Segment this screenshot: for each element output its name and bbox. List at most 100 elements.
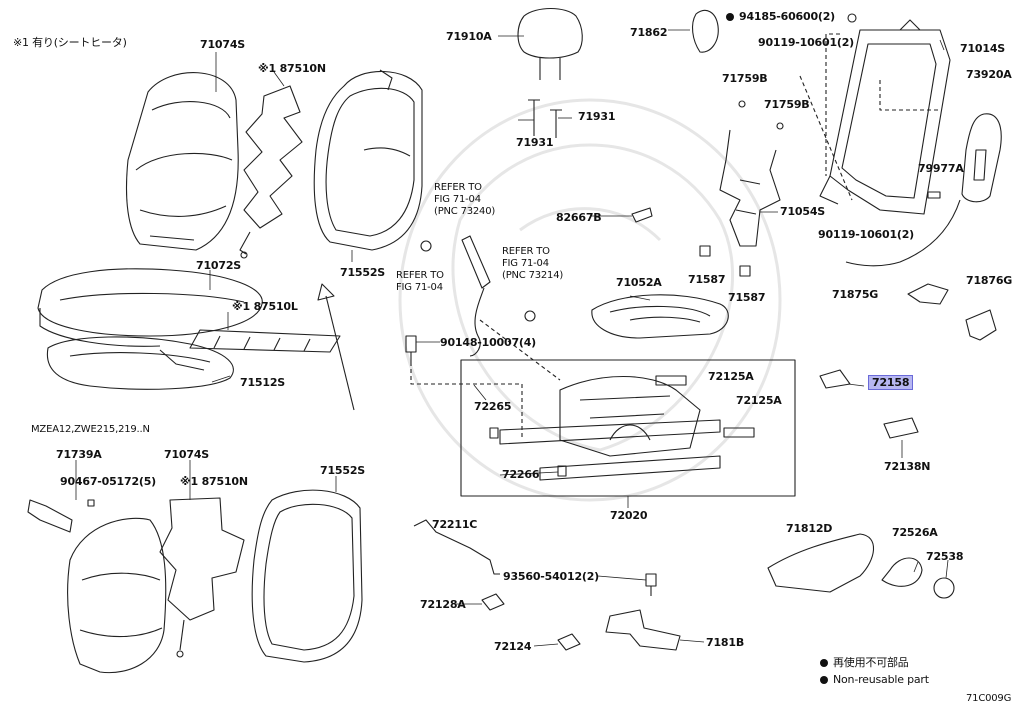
part-7181B[interactable]: 7181B bbox=[706, 636, 744, 649]
part-90467-05172[interactable]: 90467-05172(5) bbox=[60, 475, 157, 488]
part-71072S[interactable]: 71072S bbox=[196, 259, 241, 272]
part-71875G[interactable]: 71875G bbox=[832, 288, 879, 301]
link-72125Ab bbox=[723, 427, 755, 438]
part-71862[interactable]: 71862 bbox=[630, 26, 668, 39]
part-87510N-upper[interactable]: ※1 87510N bbox=[258, 62, 326, 75]
part-72158[interactable]: 72158 bbox=[868, 375, 914, 390]
seat-track-adjuster bbox=[499, 375, 721, 481]
shield-71812D bbox=[767, 533, 875, 593]
part-71074S-upper[interactable]: 71074S bbox=[200, 38, 245, 51]
diagram-code: 71C009G bbox=[966, 693, 1012, 704]
legend-en-text: Non-reusable part bbox=[833, 673, 929, 686]
seat-heater-lower bbox=[189, 329, 341, 353]
stopper-72266 bbox=[557, 465, 567, 477]
part-90119-lower[interactable]: 90119-10601(2) bbox=[818, 228, 915, 241]
lever-72211C bbox=[413, 519, 500, 575]
clip-71587b bbox=[739, 265, 751, 277]
clip-79977A bbox=[927, 191, 941, 199]
seat-cushion-cover bbox=[37, 268, 263, 347]
part-71812D[interactable]: 71812D bbox=[786, 522, 833, 535]
part-72020[interactable]: 72020 bbox=[610, 509, 648, 522]
part-72266[interactable]: 72266 bbox=[502, 468, 540, 481]
seat-heater-upper bbox=[239, 85, 303, 259]
part-79977A[interactable]: 79977A bbox=[918, 162, 964, 175]
part-71739A[interactable]: 71739A bbox=[56, 448, 102, 461]
refer-note-2: REFER TO FIG 71-04 bbox=[396, 270, 444, 293]
part-71512S[interactable]: 71512S bbox=[240, 376, 285, 389]
part-72138N[interactable]: 72138N bbox=[884, 460, 931, 473]
part-71931-b[interactable]: 71931 bbox=[578, 110, 616, 123]
cap-72538 bbox=[933, 577, 955, 599]
bolt-93560 bbox=[645, 573, 657, 596]
part-72211C[interactable]: 72211C bbox=[432, 518, 478, 531]
cover-72138N bbox=[883, 417, 919, 439]
part-71014S[interactable]: 71014S bbox=[960, 42, 1005, 55]
part-71931-a[interactable]: 71931 bbox=[516, 136, 554, 149]
leader-lines bbox=[75, 29, 949, 647]
dashed-leaders bbox=[410, 33, 940, 440]
legend-en: Non-reusable part bbox=[820, 673, 929, 686]
nut-71759Bb bbox=[776, 122, 784, 130]
legend-jp: 再使用不可部品 bbox=[820, 656, 909, 669]
headrest-guides bbox=[528, 99, 562, 138]
part-73920A[interactable]: 73920A bbox=[966, 68, 1012, 81]
bracket-7181B bbox=[605, 609, 681, 651]
nut-71759Ba bbox=[738, 100, 746, 108]
seat-belt-buckle bbox=[420, 235, 536, 357]
seatback-pad-upper bbox=[313, 69, 423, 251]
seatback-frame bbox=[819, 13, 951, 215]
part-71052A[interactable]: 71052A bbox=[616, 276, 662, 289]
legend-jp-text: 再使用不可部品 bbox=[833, 656, 909, 669]
part-94185-60600[interactable]: 94185-60600(2) bbox=[726, 10, 835, 23]
part-72265[interactable]: 72265 bbox=[474, 400, 512, 413]
part-71759B-b[interactable]: 71759B bbox=[764, 98, 810, 111]
watermark-emblem bbox=[398, 98, 782, 502]
legend-bullet-icon bbox=[820, 659, 828, 667]
lumbar-support-bracket bbox=[719, 129, 781, 247]
cover-71862 bbox=[691, 9, 719, 53]
side-airbag bbox=[961, 113, 1002, 203]
heater-note: ※1 有り(シートヒータ) bbox=[13, 36, 127, 49]
bracket-71876G bbox=[965, 309, 997, 341]
harness-wire bbox=[845, 199, 961, 267]
part-82667B[interactable]: 82667B bbox=[556, 211, 602, 224]
part-72124[interactable]: 72124 bbox=[494, 640, 532, 653]
part-72538[interactable]: 72538 bbox=[926, 550, 964, 563]
part-87510N-lower[interactable]: ※1 87510N bbox=[180, 475, 248, 488]
trim-71739A bbox=[27, 499, 73, 533]
part-90148-10007[interactable]: 90148-10007(4) bbox=[440, 336, 537, 349]
seat-spring-assembly bbox=[591, 294, 729, 339]
part-94185-text: 94185-60600(2) bbox=[739, 10, 836, 23]
part-72125A-a[interactable]: 72125A bbox=[708, 370, 754, 383]
part-71552S-lower[interactable]: 71552S bbox=[320, 464, 365, 477]
knob-72526A bbox=[881, 557, 923, 587]
cover-72158 bbox=[819, 369, 851, 389]
seatback-pad-lower bbox=[251, 489, 363, 663]
part-71587-b[interactable]: 71587 bbox=[728, 291, 766, 304]
part-90119-upper[interactable]: 90119-10601(2) bbox=[758, 36, 855, 49]
part-71876G[interactable]: 71876G bbox=[966, 274, 1013, 287]
part-87510L[interactable]: ※1 87510L bbox=[232, 300, 298, 313]
non-reusable-bullet-icon bbox=[726, 13, 734, 21]
part-93560-54012[interactable]: 93560-54012(2) bbox=[503, 570, 600, 583]
seatback-cover-lower bbox=[67, 517, 167, 674]
part-72128A[interactable]: 72128A bbox=[420, 598, 466, 611]
seatback-cover-upper bbox=[126, 72, 239, 251]
variant-note: MZEA12,ZWE215,219..N bbox=[31, 424, 150, 435]
part-71074S-lower[interactable]: 71074S bbox=[164, 448, 209, 461]
cover-72124 bbox=[557, 633, 581, 651]
part-71759B-a[interactable]: 71759B bbox=[722, 72, 768, 85]
clip-90467 bbox=[87, 499, 95, 507]
refer-note-1: REFER TO FIG 71-04 (PNC 73240) bbox=[434, 182, 496, 217]
part-71910A[interactable]: 71910A bbox=[446, 30, 492, 43]
stopper-72265 bbox=[489, 427, 499, 439]
part-72158-highlight: 72158 bbox=[868, 375, 914, 390]
part-72526A[interactable]: 72526A bbox=[892, 526, 938, 539]
part-72125A-b[interactable]: 72125A bbox=[736, 394, 782, 407]
headrest bbox=[517, 7, 583, 80]
part-71552S-upper[interactable]: 71552S bbox=[340, 266, 385, 279]
link-72125Aa bbox=[655, 375, 687, 386]
part-71587-a[interactable]: 71587 bbox=[688, 273, 726, 286]
part-71054S[interactable]: 71054S bbox=[780, 205, 825, 218]
